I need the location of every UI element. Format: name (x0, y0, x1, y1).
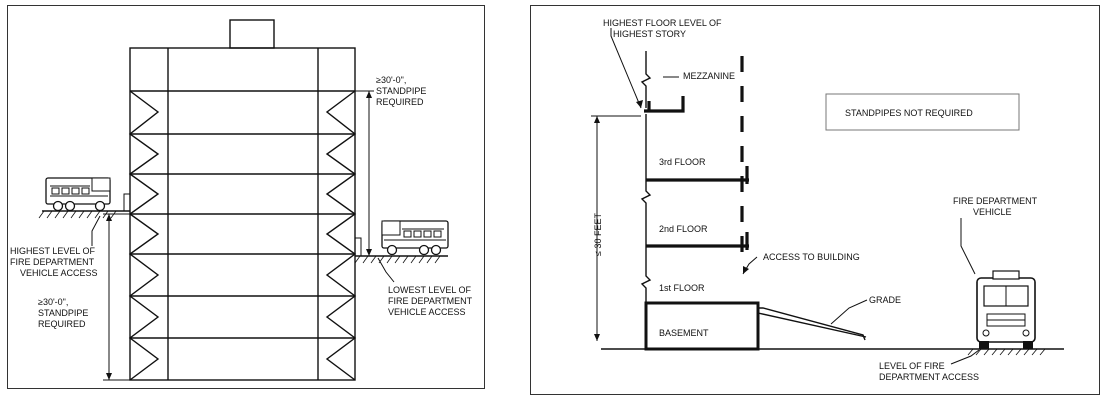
lowest-access-leader (377, 257, 395, 283)
floor-lines (130, 90, 355, 339)
floor-1-label: 1st FLOOR (659, 283, 705, 293)
lower-grade (354, 237, 448, 264)
right-section-panel: HIGHEST FLOOR LEVEL OF HIGHEST STORY MEZ… (530, 5, 1100, 395)
highest-floor-label-1: HIGHEST FLOOR LEVEL OF (603, 18, 722, 28)
highest-floor-label-2: HIGHEST STORY (613, 29, 686, 39)
highest-floor-leader (610, 28, 642, 109)
fire-truck-upper-icon (45, 177, 111, 212)
access-label: ACCESS TO BUILDING (763, 252, 860, 262)
level-access-label-2: DEPARTMENT ACCESS (879, 372, 979, 382)
floor-2-label: 2nd FLOOR (659, 224, 708, 234)
grade-leader (830, 299, 868, 325)
lower-standpipe-label-2: STANDPIPE (38, 308, 88, 318)
roof-penthouse (229, 19, 275, 49)
lowest-access-label-2: FIRE DEPARTMENT (388, 296, 473, 306)
basement-box (644, 301, 760, 351)
upper-dimension-line (355, 90, 374, 257)
right-section-diagram: HIGHEST FLOOR LEVEL OF HIGHEST STORY MEZ… (591, 18, 1064, 382)
vehicle-label-1: FIRE DEPARTMENT (953, 196, 1038, 206)
building-left-wall (640, 51, 652, 304)
grade-label: GRADE (869, 295, 901, 305)
highest-access-label-1: HIGHEST LEVEL OF (10, 246, 96, 256)
left-stair-zigzag (128, 90, 160, 381)
upper-standpipe-label-1: ≥30'-0", (376, 75, 406, 85)
mezzanine-floor (644, 96, 685, 113)
highest-access-label-3: VEHICLE ACCESS (20, 268, 98, 278)
level-access-label-1: LEVEL OF FIRE (879, 361, 945, 371)
grade-slope (758, 307, 866, 341)
level-access-leader (950, 349, 980, 365)
basement-label: BASEMENT (659, 328, 709, 338)
highest-access-leader (91, 215, 101, 246)
standpipes-not-required-box (825, 93, 1020, 131)
upper-standpipe-label-2: STANDPIPE (376, 86, 426, 96)
floor-3-label: 3rd FLOOR (659, 157, 706, 167)
height-dimension (591, 115, 641, 341)
height-label: ≤ 30 FEET (593, 213, 603, 256)
left-elevation-panel: ≥30'-0", STANDPIPE REQUIRED ≥30'-0", STA… (7, 5, 485, 389)
upper-standpipe-label-3: REQUIRED (376, 97, 424, 107)
standpipes-not-required-label: STANDPIPES NOT REQUIRED (845, 108, 973, 118)
vehicle-label-2: VEHICLE (973, 207, 1012, 217)
lowest-access-label-3: VEHICLE ACCESS (388, 307, 466, 317)
mezzanine-label: MEZZANINE (683, 71, 735, 81)
lower-dimension-line (103, 213, 130, 381)
fire-truck-front-icon (976, 270, 1036, 349)
grade-hatch (967, 348, 1046, 356)
left-elevation-diagram: ≥30'-0", STANDPIPE REQUIRED ≥30'-0", STA… (10, 19, 473, 381)
lower-standpipe-label-3: REQUIRED (38, 319, 86, 329)
fire-truck-lower-icon (381, 220, 449, 256)
highest-access-label-2: FIRE DEPARTMENT (10, 257, 95, 267)
vehicle-leader (960, 218, 976, 275)
right-stair-zigzag (325, 90, 357, 381)
lower-standpipe-label-1: ≥30'-0", (38, 297, 68, 307)
lowest-access-label-1: LOWEST LEVEL OF (388, 285, 472, 295)
